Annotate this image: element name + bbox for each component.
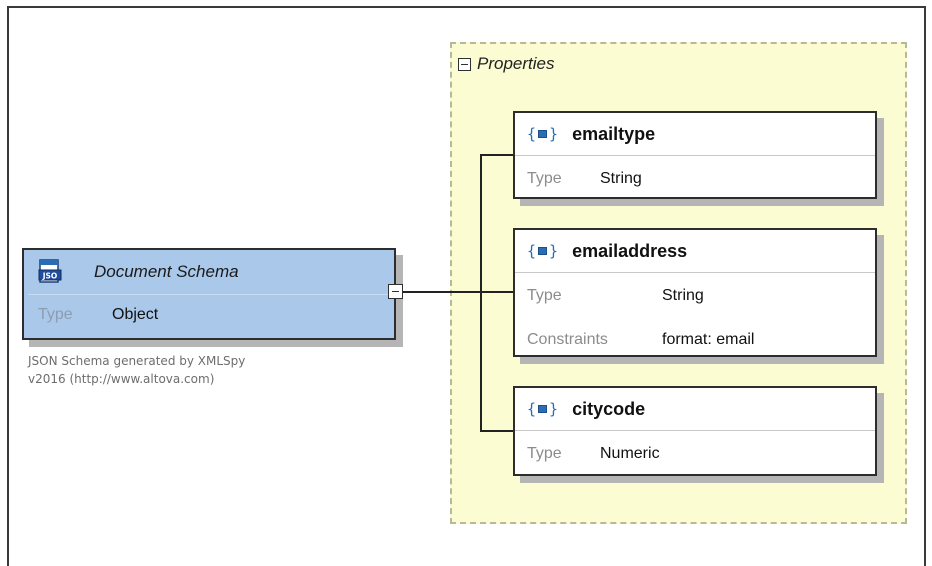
property-node-citycode[interactable]: {} citycode Type Numeric bbox=[513, 386, 877, 476]
connector-citycode bbox=[480, 430, 514, 432]
root-type-label: Type bbox=[38, 306, 73, 323]
type-value: String bbox=[662, 287, 704, 304]
property-header: {} emailaddress bbox=[515, 230, 875, 273]
object-property-icon: {} bbox=[527, 400, 559, 418]
diagram-frame bbox=[7, 6, 926, 566]
document-schema-title: Document Schema bbox=[94, 262, 239, 281]
connector-horizontal-root bbox=[403, 291, 482, 293]
node-divider bbox=[28, 294, 390, 295]
document-schema-node[interactable]: JSO Document Schema Type Object bbox=[22, 248, 396, 340]
type-value: Numeric bbox=[600, 445, 660, 462]
property-header: {} emailtype bbox=[515, 113, 875, 156]
collapse-properties-button[interactable] bbox=[458, 57, 471, 71]
json-file-icon-text: JSO bbox=[42, 272, 58, 281]
caption-line-2: v2016 (http://www.altova.com) bbox=[28, 372, 215, 386]
property-name: citycode bbox=[572, 398, 646, 419]
json-file-icon: JSO bbox=[38, 259, 62, 283]
connector-emailaddress bbox=[480, 291, 514, 293]
constraints-label: Constraints bbox=[527, 331, 608, 348]
root-type-value: Object bbox=[112, 306, 159, 323]
type-label: Type bbox=[527, 170, 562, 187]
connector-emailtype bbox=[480, 154, 514, 156]
object-property-icon: {} bbox=[527, 125, 559, 143]
properties-title: Properties bbox=[477, 54, 555, 73]
constraints-value: format: email bbox=[662, 331, 755, 348]
property-name: emailaddress bbox=[572, 240, 688, 261]
collapse-root-button[interactable] bbox=[388, 284, 403, 299]
type-label: Type bbox=[527, 445, 562, 462]
property-name: emailtype bbox=[572, 123, 656, 144]
object-property-icon: {} bbox=[527, 242, 559, 260]
property-node-emailtype[interactable]: {} emailtype Type String bbox=[513, 111, 877, 199]
type-value: String bbox=[600, 170, 642, 187]
property-node-emailaddress[interactable]: {} emailaddress Type String Constraints … bbox=[513, 228, 877, 357]
type-label: Type bbox=[527, 287, 562, 304]
property-header: {} citycode bbox=[515, 388, 875, 431]
properties-header: Properties bbox=[458, 54, 554, 74]
caption-line-1: JSON Schema generated by XMLSpy bbox=[28, 354, 246, 368]
